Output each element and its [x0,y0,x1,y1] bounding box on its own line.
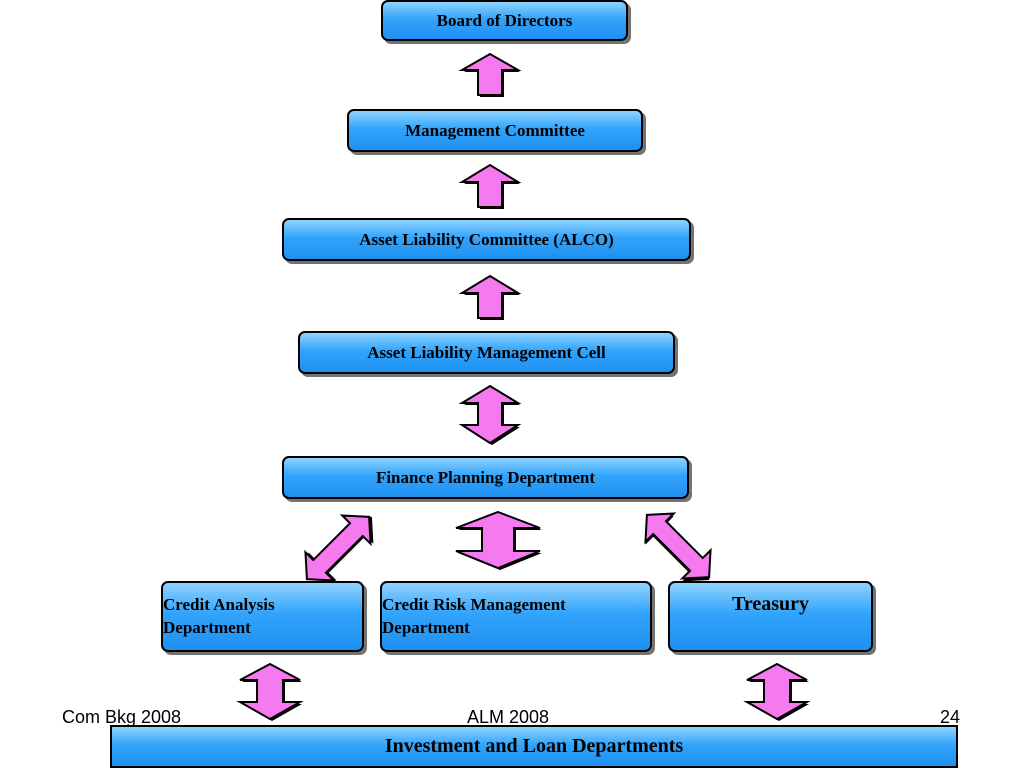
credit-risk-label-line2: Department [382,618,470,637]
footer-center-text: ALM 2008 [467,707,550,727]
page-number: 24 [940,707,961,727]
arrow-up-alco-to-management [458,163,522,209]
arrow-both-finance-credit-analysis [304,514,374,582]
management-committee-box: Management Committee [347,109,643,152]
finance-planning-box: Finance Planning Department [282,456,689,499]
arrow-up-management-to-board [458,52,522,97]
arrow-both-alm-cell-finance [458,384,522,445]
credit-risk-box: Credit Risk Management Department [380,581,652,652]
credit-analysis-label-line1: Credit Analysis [163,595,275,614]
management-committee-label: Management Committee [405,121,585,140]
board-of-directors-label: Board of Directors [436,11,573,30]
alm-cell-box: Asset Liability Management Cell [298,331,675,374]
arrow-both-finance-treasury [644,512,712,582]
arrow-both-treasury-investment [743,662,811,721]
alco-label: Asset Liability Committee (ALCO) [359,230,614,249]
arrow-up-alm-cell-to-alco [458,274,522,320]
arrow-both-credit-analysis-investment [236,662,304,721]
credit-risk-label-line1: Credit Risk Management [382,595,566,614]
alm-cell-label: Asset Liability Management Cell [367,343,606,362]
arrow-both-finance-credit-risk [455,510,542,570]
treasury-label: Treasury [731,593,810,615]
finance-planning-label: Finance Planning Department [375,468,596,487]
credit-analysis-box: Credit Analysis Department [161,581,364,652]
treasury-box: Treasury [668,581,873,652]
credit-analysis-label-line2: Department [163,618,251,637]
investment-loan-box: Investment and Loan Departments [110,725,958,768]
board-of-directors-box: Board of Directors [381,0,628,41]
investment-loan-label: Investment and Loan Departments [384,735,684,757]
footer-left-text: Com Bkg 2008 [62,707,182,727]
alco-box: Asset Liability Committee (ALCO) [282,218,691,261]
